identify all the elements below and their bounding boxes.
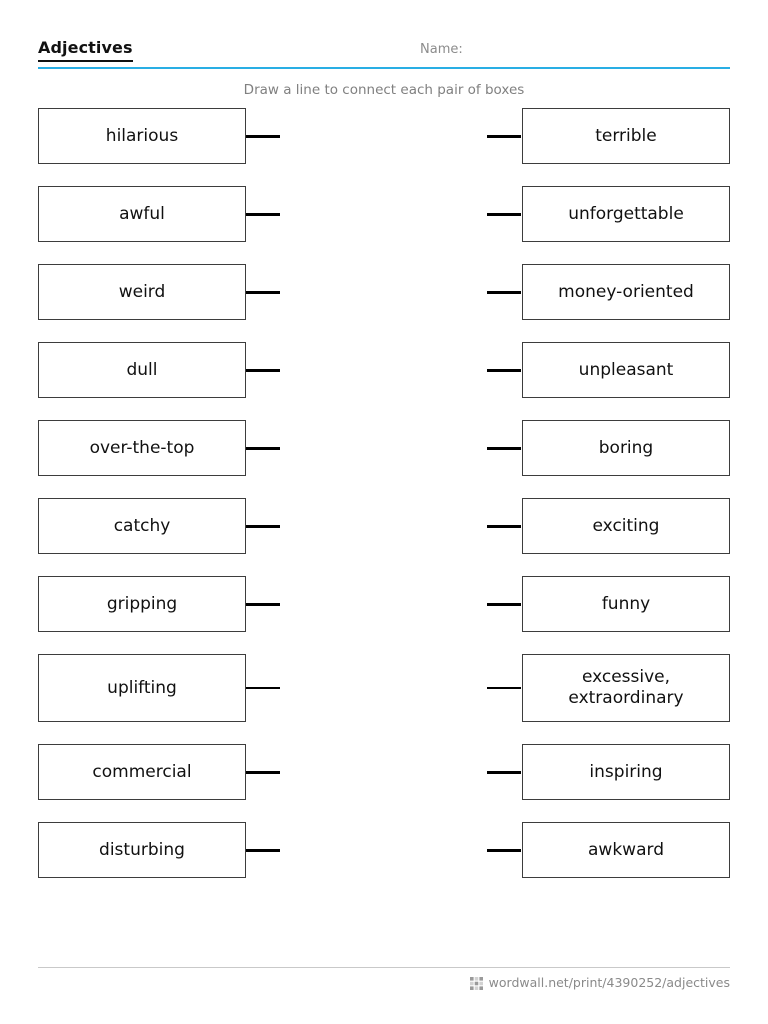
right-connector-stub[interactable] (487, 771, 521, 774)
left-word-label: disturbing (99, 839, 185, 860)
left-connector-stub[interactable] (246, 603, 280, 606)
right-word-box[interactable]: awkward (522, 822, 730, 878)
match-row: disturbing awkward (0, 822, 768, 900)
left-connector-stub[interactable] (246, 687, 280, 689)
match-row: commercial inspiring (0, 744, 768, 822)
right-connector-stub[interactable] (487, 369, 521, 372)
left-word-box[interactable]: uplifting (38, 654, 246, 722)
left-connector-stub[interactable] (246, 771, 280, 774)
left-word-box[interactable]: catchy (38, 498, 246, 554)
header-divider (38, 67, 730, 69)
left-word-box[interactable]: commercial (38, 744, 246, 800)
right-word-label: excessive, extraordinary (568, 667, 684, 708)
right-word-box[interactable]: unforgettable (522, 186, 730, 242)
left-connector-stub[interactable] (246, 291, 280, 294)
right-connector-stub[interactable] (487, 447, 521, 450)
match-row: catchy exciting (0, 498, 768, 576)
name-field-label: Name: (420, 42, 463, 57)
footer: wordwall.net/print/4390252/adjectives (469, 975, 730, 991)
left-connector-stub[interactable] (246, 849, 280, 852)
right-word-box[interactable]: money-oriented (522, 264, 730, 320)
left-word-box[interactable]: hilarious (38, 108, 246, 164)
left-word-label: catchy (113, 515, 171, 536)
left-word-box[interactable]: awful (38, 186, 246, 242)
right-connector-stub[interactable] (487, 849, 521, 852)
right-word-box[interactable]: funny (522, 576, 730, 632)
match-row: gripping funny (0, 576, 768, 654)
footer-divider (38, 967, 730, 968)
left-word-box[interactable]: disturbing (38, 822, 246, 878)
footer-url: wordwall.net/print/4390252/adjectives (488, 975, 730, 990)
left-word-label: over-the-top (89, 437, 195, 458)
right-word-label: awkward (588, 839, 664, 860)
left-word-label: commercial (92, 761, 192, 782)
right-word-box[interactable]: terrible (522, 108, 730, 164)
left-connector-stub[interactable] (246, 369, 280, 372)
instructions-text: Draw a line to connect each pair of boxe… (243, 82, 525, 98)
right-connector-stub[interactable] (487, 291, 521, 294)
left-connector-stub[interactable] (246, 135, 280, 138)
right-word-box[interactable]: unpleasant (522, 342, 730, 398)
right-word-label: terrible (595, 125, 657, 146)
right-word-box[interactable]: exciting (522, 498, 730, 554)
match-row: dull unpleasant (0, 342, 768, 420)
match-row: uplifting excessive, extraordinary (0, 654, 768, 744)
right-word-label: funny (601, 593, 651, 614)
left-word-box[interactable]: gripping (38, 576, 246, 632)
right-word-label: exciting (592, 515, 660, 536)
left-connector-stub[interactable] (246, 447, 280, 450)
left-word-label: hilarious (105, 125, 179, 146)
left-word-label: dull (126, 359, 158, 380)
right-connector-stub[interactable] (487, 603, 521, 606)
match-row: weird money-oriented (0, 264, 768, 342)
right-connector-stub[interactable] (487, 687, 521, 689)
match-row: hilarious terrible (0, 108, 768, 186)
left-word-label: gripping (106, 593, 178, 614)
left-word-label: weird (118, 281, 166, 302)
page-title: Adjectives (38, 38, 133, 62)
worksheet-header: Adjectives Name: (38, 38, 730, 68)
left-connector-stub[interactable] (246, 213, 280, 216)
left-word-box[interactable]: weird (38, 264, 246, 320)
right-word-label: money-oriented (558, 281, 694, 302)
left-connector-stub[interactable] (246, 525, 280, 528)
matching-board: hilarious terrible awful unforgettable weird… (0, 108, 768, 900)
right-word-box[interactable]: boring (522, 420, 730, 476)
left-word-box[interactable]: dull (38, 342, 246, 398)
wordwall-grid-logo-icon (469, 976, 483, 990)
right-word-label: boring (598, 437, 654, 458)
right-connector-stub[interactable] (487, 213, 521, 216)
right-word-label: inspiring (589, 761, 663, 782)
right-word-label: unpleasant (578, 359, 674, 380)
right-word-label: unforgettable (568, 203, 684, 224)
match-row: over-the-top boring (0, 420, 768, 498)
right-word-box[interactable]: excessive, extraordinary (522, 654, 730, 722)
right-connector-stub[interactable] (487, 525, 521, 528)
left-word-box[interactable]: over-the-top (38, 420, 246, 476)
match-row: awful unforgettable (0, 186, 768, 264)
left-word-label: awful (119, 203, 165, 224)
right-connector-stub[interactable] (487, 135, 521, 138)
left-word-label: uplifting (107, 677, 177, 698)
right-word-box[interactable]: inspiring (522, 744, 730, 800)
